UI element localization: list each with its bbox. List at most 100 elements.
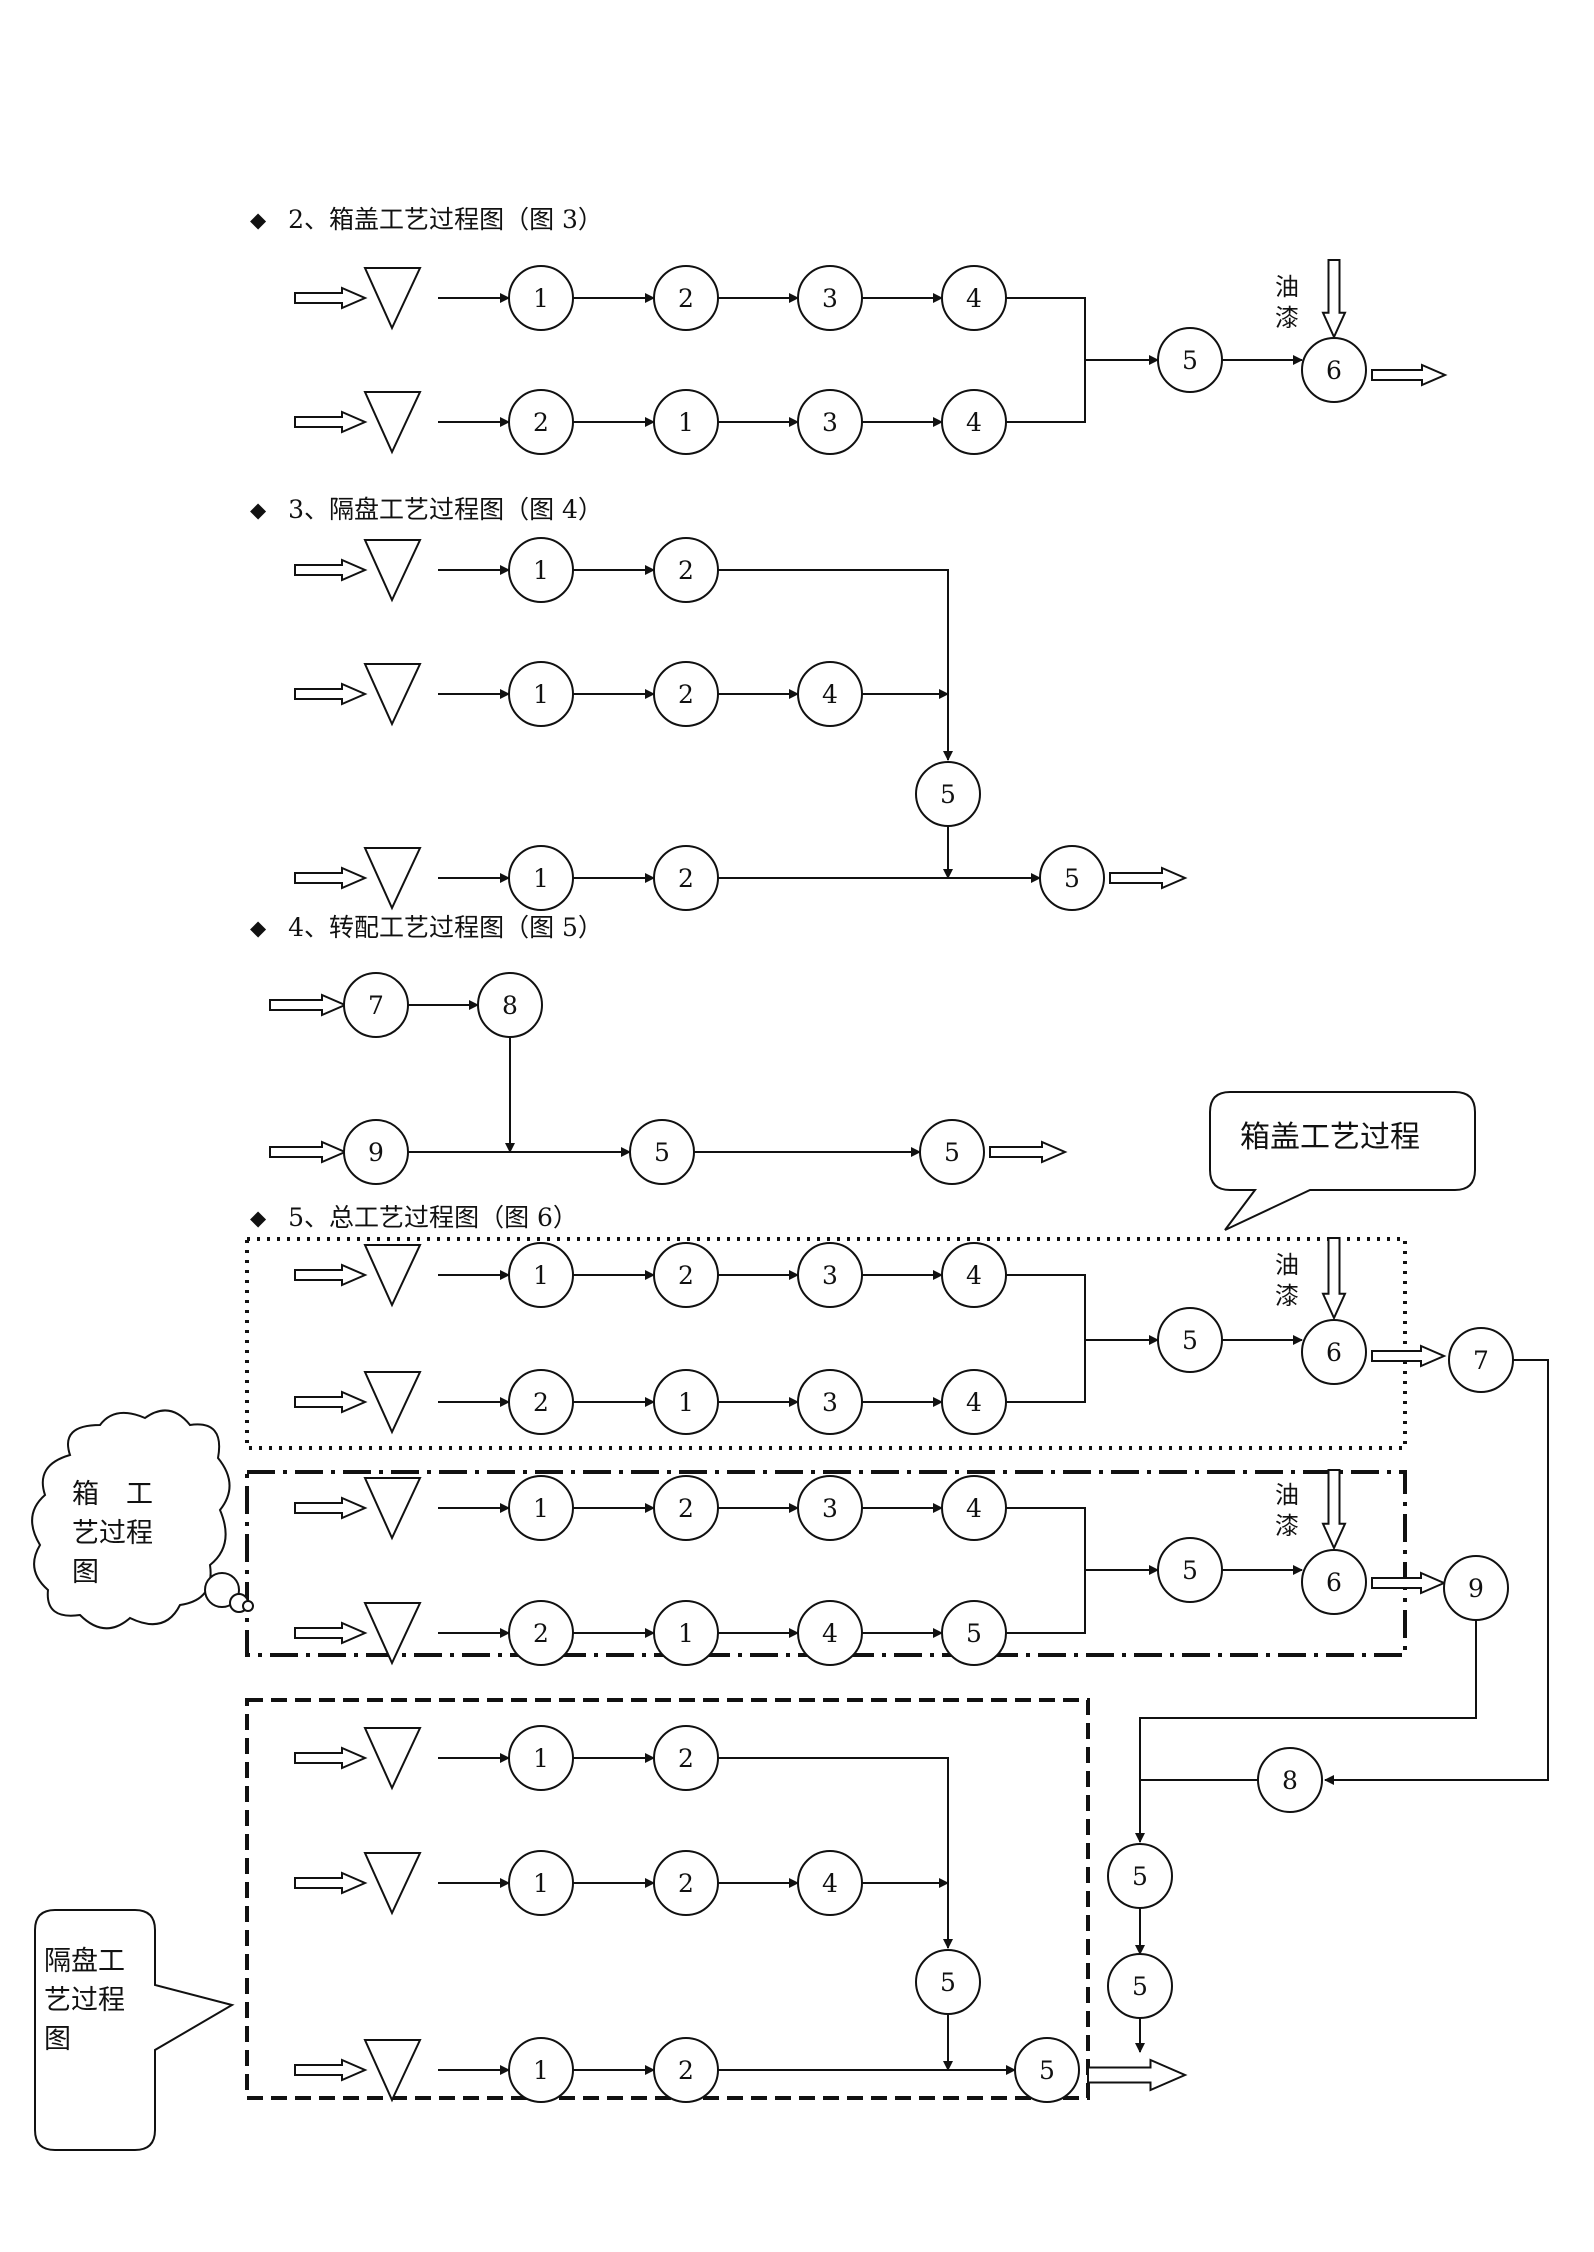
fig3-row2-node-0-label: 2 bbox=[533, 408, 549, 437]
fig6-a-row2-triangle bbox=[363, 1371, 422, 1435]
fig3-row1-in-arrow bbox=[294, 286, 368, 310]
fig6-a-merge-node-label: 5 bbox=[1182, 1326, 1198, 1355]
fig3-row1-node-0 bbox=[508, 265, 574, 331]
fig4-row2-node-0 bbox=[508, 661, 574, 727]
fig3-row2-node-0 bbox=[508, 389, 574, 455]
fig6-b-row1-node-1 bbox=[653, 1475, 719, 1541]
fig3-row1-node-2-label: 3 bbox=[822, 284, 838, 313]
fig6-b-out-node bbox=[1443, 1555, 1509, 1621]
fig3-row2-triangle bbox=[363, 391, 422, 455]
fig5-node-5a bbox=[629, 1119, 695, 1185]
fig6-c-row2-in-arrow bbox=[294, 1871, 368, 1895]
fig6-a-row2-node-0 bbox=[508, 1369, 574, 1435]
heading-fig6-text: 5、总工艺过程图（图 6） bbox=[288, 1203, 578, 1232]
fig3-row2-node-2-label: 3 bbox=[822, 408, 838, 437]
callout-partition-text: 隔盘工 艺过程 图 bbox=[44, 1946, 125, 2056]
callout-box-cover-text: 箱盖工艺过程 bbox=[1240, 1120, 1420, 1155]
fig6-b-row2-triangle bbox=[363, 1602, 422, 1666]
fig4-row3-node-1 bbox=[653, 845, 719, 911]
fig6-b-row1-node-3 bbox=[941, 1475, 1007, 1541]
fig4-row2-node-2 bbox=[797, 661, 863, 727]
fig6-c-row3-in-arrow bbox=[294, 2058, 368, 2082]
fig6-b-merge-node bbox=[1157, 1537, 1223, 1603]
fig6-c-row2-triangle bbox=[363, 1852, 422, 1916]
callout-partition bbox=[34, 1909, 235, 2151]
fig6-a-row1-node-3 bbox=[941, 1242, 1007, 1308]
fig6-a-row2-node-1 bbox=[653, 1369, 719, 1435]
fig6-a-row2-node-3-label: 4 bbox=[966, 1388, 982, 1417]
fig6-b-row1-node-2-label: 3 bbox=[822, 1494, 838, 1523]
fig4-row3-triangle bbox=[363, 847, 422, 911]
fig3-row1-node-1 bbox=[653, 265, 719, 331]
fig6-a-out-node-label: 7 bbox=[1473, 1346, 1489, 1375]
heading-fig5-text: 4、转配工艺过程图（图 5） bbox=[288, 913, 603, 942]
fig6-b-row1-node-0-label: 1 bbox=[533, 1494, 549, 1523]
fig6-a-row2-node-3 bbox=[941, 1369, 1007, 1435]
fig6-a-row2-node-1-label: 1 bbox=[678, 1388, 694, 1417]
fig4-row2-in-arrow bbox=[294, 682, 368, 706]
fig6-c-row3-node-1-label: 2 bbox=[678, 2056, 694, 2085]
paint-label-fig3: 油 漆 bbox=[1275, 273, 1299, 333]
paint-label-fig6b: 油 漆 bbox=[1275, 1481, 1299, 1541]
fig3-row1-node-1-label: 2 bbox=[678, 284, 694, 313]
fig3-row1-node-2 bbox=[797, 265, 863, 331]
fig6-a-merge-node bbox=[1157, 1307, 1223, 1373]
fig6-a-row2-in-arrow bbox=[294, 1390, 368, 1414]
fig6-a-row1-node-1-label: 2 bbox=[678, 1261, 694, 1290]
fig6-a-row1-node-0 bbox=[508, 1242, 574, 1308]
fig6-a-paint-arrow bbox=[1321, 1237, 1347, 1321]
fig6-b-row2-node-3-label: 5 bbox=[966, 1619, 982, 1648]
fig5-out-arrow bbox=[989, 1140, 1068, 1164]
fig6-a-paint-node-label: 6 bbox=[1326, 1338, 1342, 1367]
fig6-c-mid-node-label: 5 bbox=[940, 1968, 956, 1997]
fig6-c-row3-triangle bbox=[363, 2039, 422, 2103]
fig6-b-row1-node-1-label: 2 bbox=[678, 1494, 694, 1523]
heading-fig4-text: 3、隔盘工艺过程图（图 4） bbox=[288, 495, 603, 524]
fig5-top-in-arrow bbox=[269, 993, 348, 1017]
fig6-7-to-8 bbox=[1324, 1359, 1549, 1785]
fig6-right-node-5b-label: 5 bbox=[1132, 1972, 1148, 2001]
fig3-merge-bracket bbox=[1006, 297, 1086, 423]
fig6-b-row2-node-2 bbox=[797, 1600, 863, 1666]
fig3-row2-in-arrow bbox=[294, 410, 368, 434]
fig4-row2-node-0-label: 1 bbox=[533, 680, 549, 709]
fig3-merge-node-label: 5 bbox=[1182, 346, 1198, 375]
fig4-row1-triangle bbox=[363, 539, 422, 603]
fig6-c-row3-node-0-label: 1 bbox=[533, 2056, 549, 2085]
fig4-row2-node-2-label: 4 bbox=[822, 680, 838, 709]
fig4-row3-in-arrow bbox=[294, 866, 368, 890]
fig6-c-row1-triangle bbox=[363, 1727, 422, 1791]
fig6-b-row2-node-1 bbox=[653, 1600, 719, 1666]
fig4-row3-node-0 bbox=[508, 845, 574, 911]
fig6-c-row1-node-0-label: 1 bbox=[533, 1744, 549, 1773]
fig6-a-row2-node-0-label: 2 bbox=[533, 1388, 549, 1417]
fig3-row1-triangle bbox=[363, 267, 422, 331]
fig6-c-row1-in-arrow bbox=[294, 1746, 368, 1770]
fig6-a-row2-node-2 bbox=[797, 1369, 863, 1435]
callout-box-body-text: 箱 工 艺过程 图 bbox=[72, 1479, 153, 1589]
fig6-a-row1-node-2-label: 3 bbox=[822, 1261, 838, 1290]
fig3-row2-node-3 bbox=[941, 389, 1007, 455]
fig6-c-row1-node-1-label: 2 bbox=[678, 1744, 694, 1773]
heading-fig3-text: 2、箱盖工艺过程图（图 3） bbox=[288, 205, 603, 234]
fig6-right-node-5b bbox=[1107, 1953, 1173, 2019]
fig4-row1-node-0 bbox=[508, 537, 574, 603]
fig4-out-arrow bbox=[1109, 866, 1188, 890]
fig6-a-out-node bbox=[1448, 1327, 1514, 1393]
fig4-mid-node-label: 5 bbox=[940, 780, 956, 809]
fig3-paint-arrow bbox=[1321, 259, 1347, 340]
fig6-c-row2-node-2-label: 4 bbox=[822, 1869, 838, 1898]
fig3-merge-node bbox=[1157, 327, 1223, 393]
fig6-c-mid-node bbox=[915, 1949, 981, 2015]
fig6-c-row3-node-1 bbox=[653, 2037, 719, 2103]
fig4-row3-node-1-label: 2 bbox=[678, 864, 694, 893]
fig4-final-node bbox=[1039, 845, 1105, 911]
fig5-node-9-label: 9 bbox=[368, 1138, 384, 1167]
fig4-row1-node-1-label: 2 bbox=[678, 556, 694, 585]
fig6-a-out-arrow bbox=[1371, 1344, 1447, 1368]
fig6-b-paint-arrow bbox=[1321, 1469, 1347, 1551]
heading-fig6: ◆5、总工艺过程图（图 6） bbox=[250, 1205, 578, 1230]
fig6-b-out-arrow bbox=[1371, 1571, 1447, 1595]
